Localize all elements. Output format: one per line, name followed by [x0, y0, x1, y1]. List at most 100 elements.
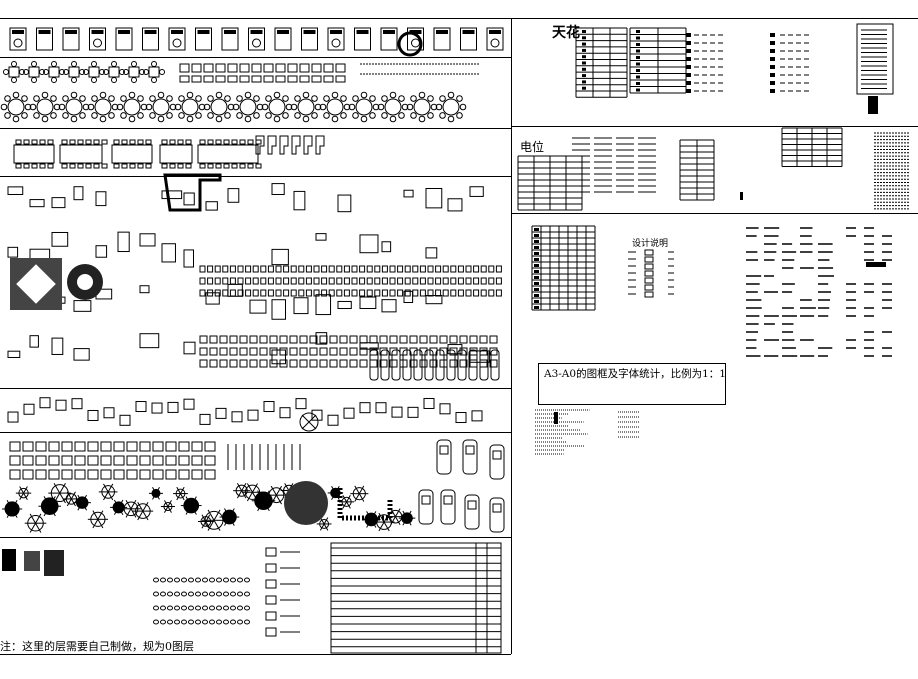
chair-icon	[439, 112, 446, 119]
appliance-detail	[171, 30, 183, 34]
left-bottom-rule	[0, 654, 511, 655]
plant-branch	[53, 492, 61, 504]
sanitary-block	[359, 347, 368, 356]
legend-symbol	[636, 62, 640, 66]
ceiling-symbol	[686, 65, 691, 69]
fixture-block	[389, 265, 396, 273]
small-symbol	[174, 605, 180, 611]
chair-icon	[4, 112, 11, 119]
appliance-block	[433, 27, 451, 51]
fixture-block	[495, 265, 502, 273]
fixture-block	[473, 277, 480, 285]
stat-block	[534, 306, 539, 309]
fixture-block	[298, 289, 305, 297]
table-block	[251, 75, 262, 83]
chair-icon	[77, 139, 84, 145]
chair-icon	[348, 103, 356, 111]
plant-branch	[155, 487, 160, 494]
ceiling-symbol	[770, 41, 775, 45]
appliance-block	[9, 27, 27, 51]
chair-icon	[215, 139, 222, 145]
chair-icon	[177, 139, 184, 145]
chair-icon	[11, 77, 17, 83]
chair-icon	[19, 69, 25, 75]
fixture-block	[283, 265, 290, 273]
plant-branch	[142, 501, 149, 512]
chair-icon	[91, 112, 98, 119]
furniture-block	[95, 191, 107, 207]
plant-branch	[246, 483, 253, 493]
chair-icon	[128, 115, 136, 123]
sanitary-block	[229, 335, 238, 344]
plant-branch	[77, 502, 83, 511]
small-symbol	[216, 605, 222, 611]
stat-block	[534, 228, 539, 231]
chair-icon	[43, 69, 49, 75]
fixture-block	[419, 289, 426, 297]
fixture-block	[412, 289, 419, 297]
plant-branch	[70, 498, 76, 507]
chair-icon	[255, 139, 262, 145]
toilet-block	[87, 469, 99, 480]
car-block	[436, 439, 452, 475]
plant-branch	[130, 500, 137, 510]
frame-note-box	[538, 363, 726, 405]
table-block	[239, 75, 250, 83]
car-window	[439, 445, 449, 455]
bed-block	[391, 406, 403, 418]
toilet-block	[139, 441, 151, 452]
fixture-block	[222, 289, 229, 297]
toilet-block	[100, 469, 112, 480]
chair-icon	[302, 115, 310, 123]
chair-icon	[360, 115, 368, 123]
bed-block	[375, 402, 387, 414]
sanitary-block	[419, 347, 428, 356]
furniture-block	[381, 299, 397, 313]
chair-icon	[311, 112, 318, 119]
table-block	[263, 63, 274, 73]
ceiling-symbol	[770, 81, 775, 85]
legend-symbol	[636, 43, 640, 46]
chair-icon	[69, 163, 76, 169]
plant-branch	[35, 522, 42, 533]
chair-icon	[131, 61, 137, 67]
plant-branch	[252, 483, 258, 493]
plant-branch	[334, 492, 340, 500]
car-block	[462, 439, 478, 475]
fixture-block	[465, 289, 472, 297]
round-table-icon	[413, 98, 431, 116]
toilet-block	[204, 455, 216, 466]
bed-block	[23, 403, 35, 415]
fixture-block	[397, 277, 404, 285]
round-table-icon	[94, 98, 112, 116]
chair-icon	[31, 61, 37, 67]
chair-icon	[121, 139, 128, 145]
sanitary-block	[329, 335, 338, 344]
chair-icon	[4, 95, 11, 102]
table-block	[299, 63, 310, 73]
chair-icon	[99, 91, 107, 99]
fixture-block	[389, 289, 396, 297]
fixture-block	[442, 265, 449, 273]
fixture-block	[442, 277, 449, 285]
furniture-block	[183, 249, 195, 268]
appliance-block	[248, 27, 265, 51]
toilet-block	[35, 469, 47, 480]
fixture-block	[343, 277, 350, 285]
plant-branch	[275, 485, 283, 496]
chair-icon	[389, 91, 397, 99]
small-symbol	[160, 619, 166, 625]
small-symbol	[188, 619, 194, 625]
fixture-block	[290, 289, 297, 297]
plant-branch	[370, 519, 377, 528]
plant-branch	[152, 493, 157, 500]
plant-branch	[323, 517, 329, 525]
round-table-icon	[442, 98, 460, 116]
highlight-block	[866, 262, 886, 267]
furniture-block	[271, 349, 286, 365]
appliance-block	[486, 27, 504, 51]
appliance-block	[274, 27, 292, 51]
bed-block	[71, 398, 83, 410]
plant-branch	[167, 500, 172, 507]
appliance-knob	[252, 38, 261, 48]
